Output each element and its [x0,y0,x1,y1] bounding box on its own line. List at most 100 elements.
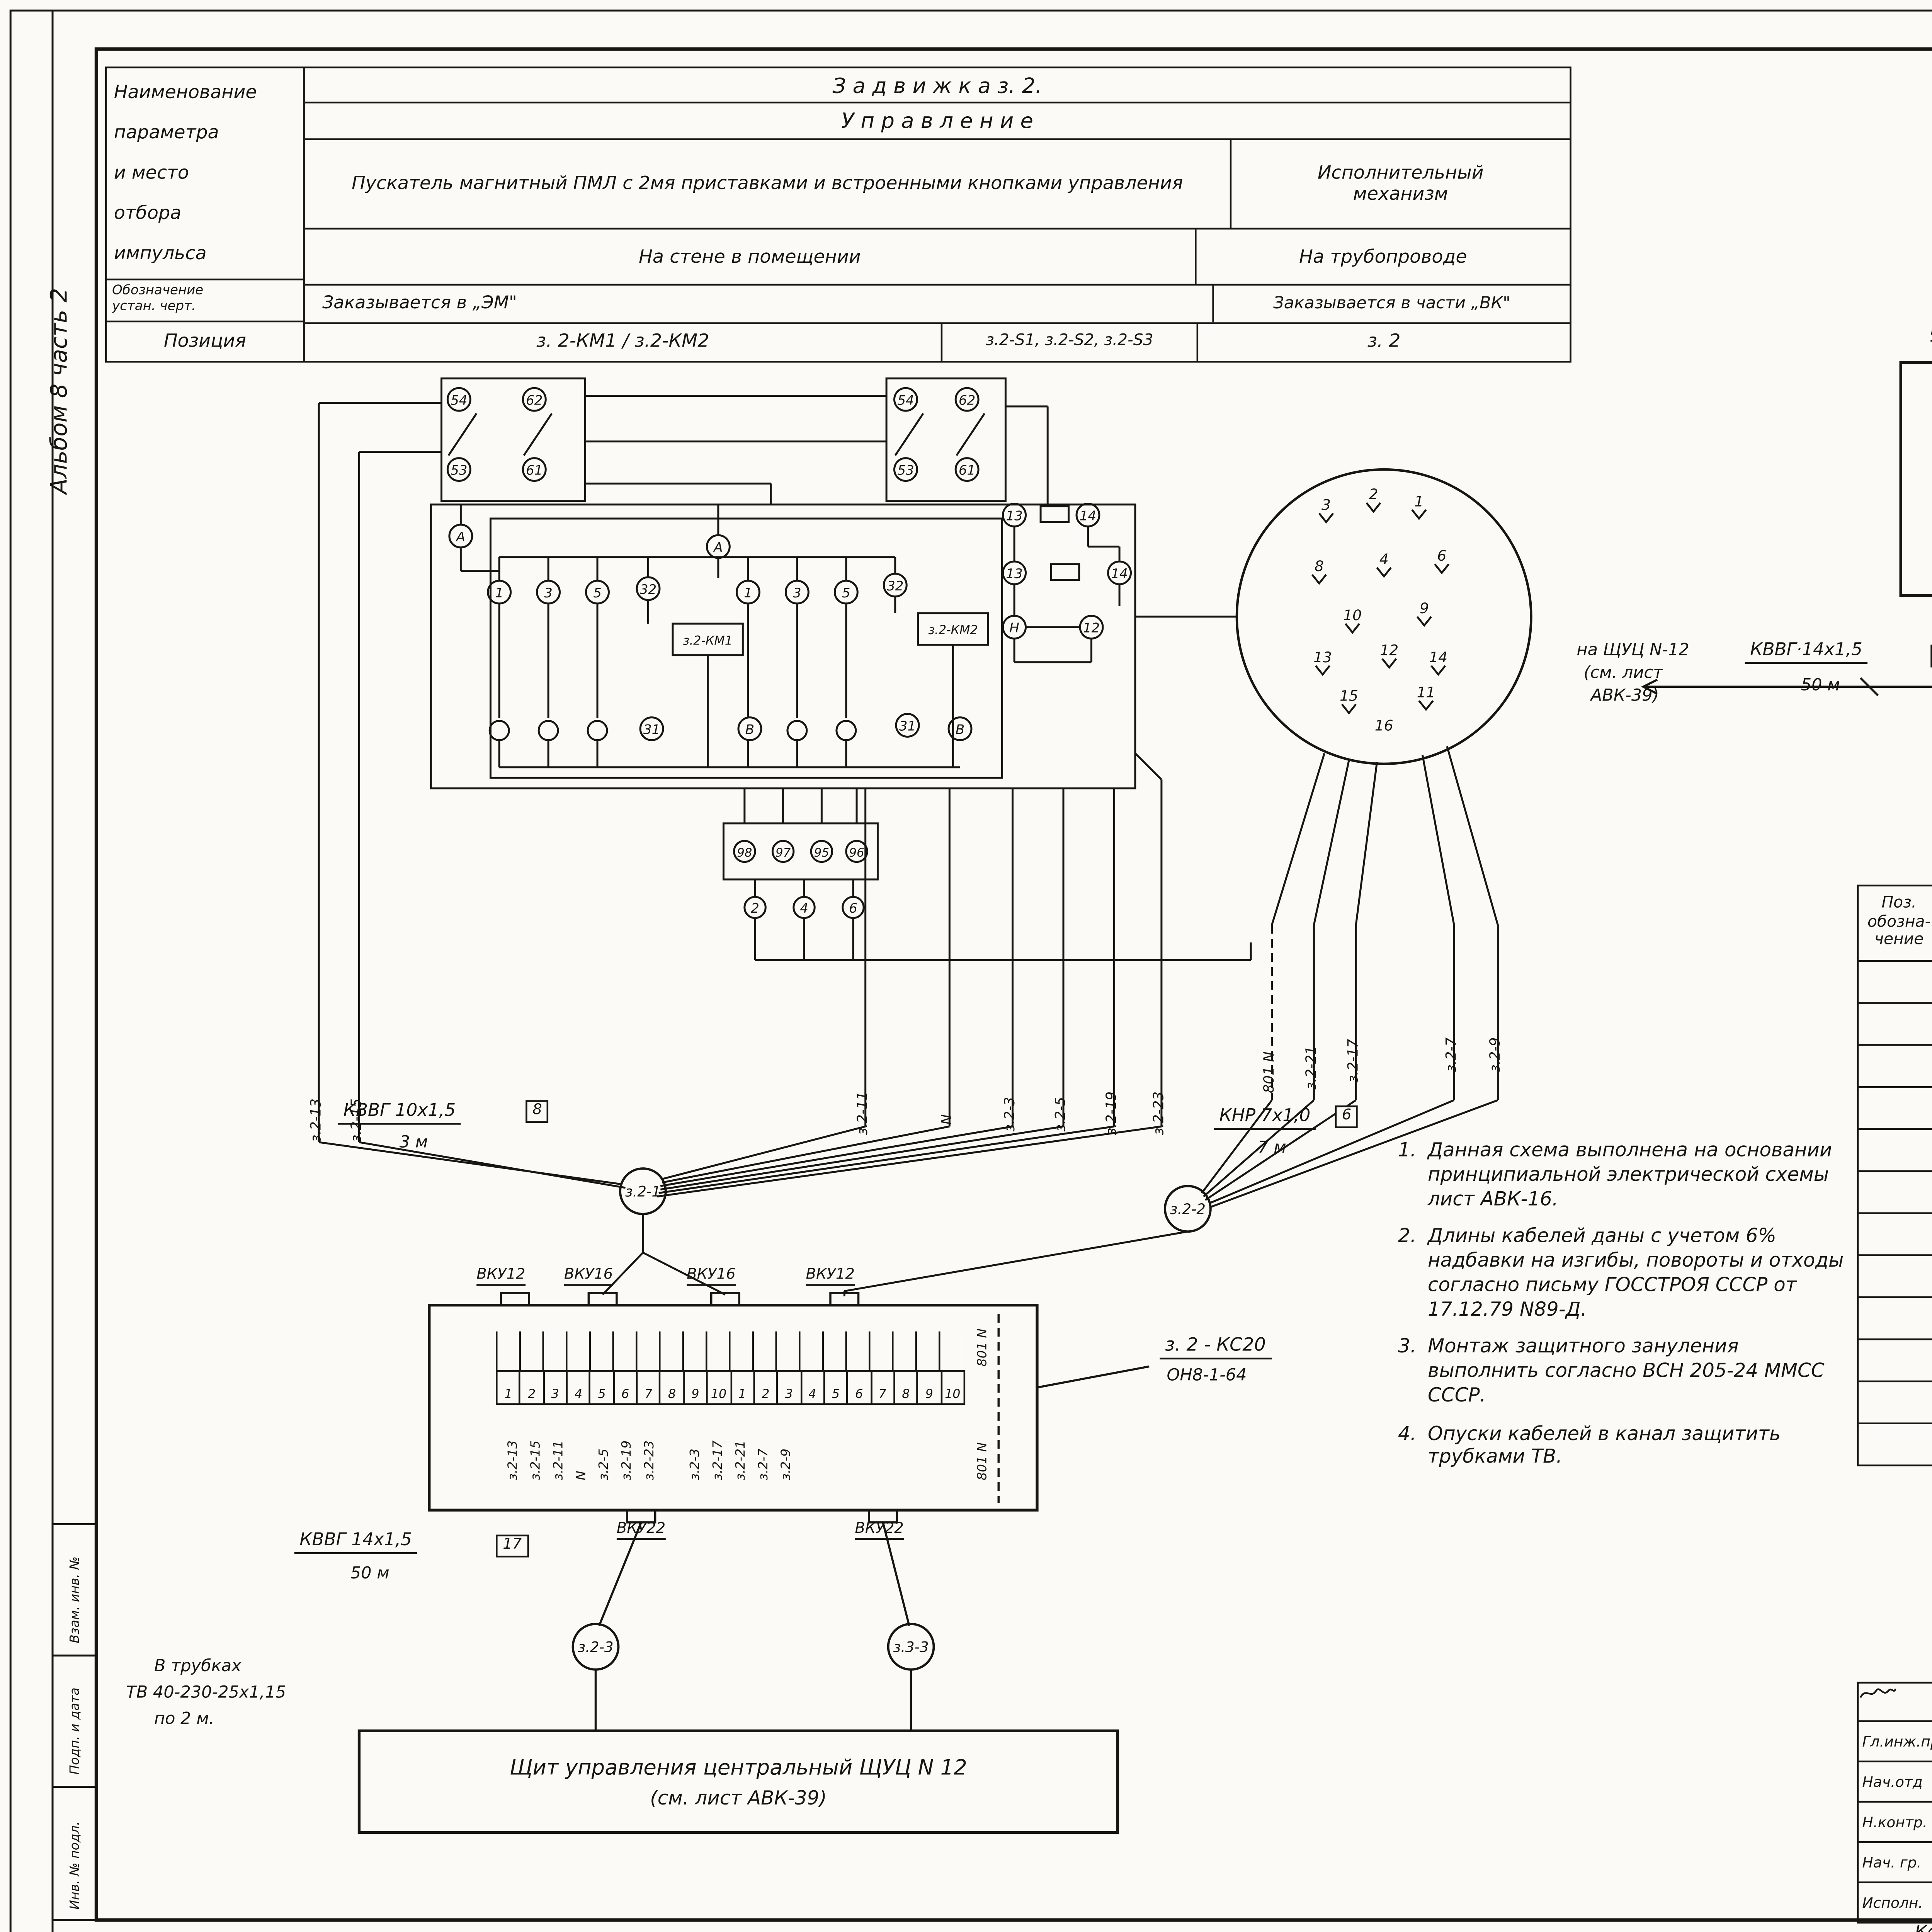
margin-box-label: Подп. и дата [66,1687,83,1775]
terminal-wire-label: 801 N [974,1328,990,1367]
terminal-number: 8 [895,1371,918,1403]
spec-cell-pos [1859,1046,1932,1086]
sign-role: Гл.инж.пр. [1859,1722,1932,1761]
to-shuc-line: (см. лист [1583,664,1663,684]
control-panel-title: Щит управления центральный ЩУЦ N 12 [510,1754,967,1779]
terminal-number: 6 [848,1371,872,1403]
svg-text:9: 9 [1420,600,1429,617]
svg-text:10: 10 [1343,607,1362,624]
node-labels: з.2-1 з.2-2 з.2-3 з.3-3 з.3-1 з.3-2 з.3-… [578,1183,1206,1656]
svg-text:12: 12 [1083,621,1100,636]
location-pipe-cell: На трубопроводе [1299,247,1467,268]
control-panel-box: Щит управления центральный ЩУЦ N 12 (см.… [359,1731,1117,1832]
to-shuc-line: на ЩУЦ N-12 [1577,641,1689,661]
svg-text:А: А [456,529,465,545]
svg-text:62: 62 [959,393,975,408]
cable-length: 7 м [1258,1138,1286,1158]
rowhead-position: Позиция [107,320,303,361]
svg-text:14: 14 [1080,509,1096,524]
vku-entry-label: ВКУ12 [806,1267,855,1286]
cable-number-box: 17 [496,1534,529,1558]
spec-row: КВВГ 10х1,5 6 м [1859,1128,1932,1170]
terminal-number: 9 [685,1371,708,1403]
contact-circles [446,387,1132,919]
svg-text:В: В [956,722,964,738]
terminal-number: 10 [711,1387,727,1402]
actuator-cell: Исполнительный механизм [1231,140,1570,228]
terminal-number: 8 [661,1371,685,1403]
terminal-number: 3 [544,1371,568,1403]
note-text: Опуски кабелей в канал защитить трубками… [1428,1422,1781,1469]
terminal-number: 5 [825,1371,849,1403]
starter-circuit-wires [318,377,1252,1143]
cable-number-box: 11 [1930,645,1932,668]
note-item: 1. Данная схема выполнена на основании п… [1398,1139,1845,1211]
terminal-stub-comb [496,1331,962,1370]
rowhead-designation: Обозначение устан. черт. [107,278,303,321]
wire-label: з.2-19 [1104,1091,1120,1135]
signature-row: Нач. гр. Антохина 06.90 [1859,1688,1932,1881]
spec-row: КВВГ 14х1,5 100 м [1859,1170,1932,1213]
svg-text:13: 13 [1313,649,1332,666]
spec-row: ТВ 40-230- 25х1,15 4 м [1859,1422,1932,1464]
kc20-z3-box-lines [1641,361,1932,696]
note-item: 2. Длины кабелей даны с учетом 6% надбав… [1398,1225,1845,1321]
vku-entry-label: ВКУ12 [1930,322,1932,342]
wire-label: з.2-11 [855,1091,871,1135]
cable-number-box: 8 [526,1100,549,1123]
rowhead-line: отбора [114,202,182,224]
svg-text:з.2-КМ1: з.2-КМ1 [683,634,733,648]
svg-text:13: 13 [1006,566,1022,582]
rowhead-line: Обозначение [112,282,204,298]
kc20-z2-designation: з. 2 - КС20 [1160,1335,1271,1360]
svg-text:95: 95 [814,846,829,860]
cable-bundle-wires [318,616,1499,1297]
svg-text:61: 61 [526,463,543,478]
note-number: 2. [1398,1225,1417,1248]
svg-text:5: 5 [842,585,850,601]
tube-note-line: ТВ 40-230-25х1,15 [126,1683,286,1703]
svg-text:8: 8 [1315,558,1324,575]
svg-text:54: 54 [897,393,914,408]
terminal-number: 1 [731,1371,755,1403]
wire-label: з.2-5 [1053,1097,1069,1132]
note-item: 4. Опуски кабелей в канал защитить трубк… [1398,1422,1845,1470]
vku-entry-label: ВКУ22 [616,1520,666,1540]
svg-text:з.3-3: з.3-3 [893,1638,929,1655]
terminal-wire-label: з.2-17 [709,1440,725,1481]
terminal-number: 2 [521,1371,544,1403]
wire-label: 801 N [1261,1051,1277,1094]
terminal-number: 4 [568,1371,591,1403]
cable-length: 50 м [350,1564,389,1584]
cable-number-box: 6 [1335,1105,1359,1128]
svg-text:61: 61 [959,463,975,478]
terminal-wire-label: 801 N [974,1442,990,1481]
spec-row [1859,1296,1932,1338]
wire-label: з.2-23 [1151,1091,1167,1135]
wire-label: з.2-9 [1487,1037,1503,1072]
svg-text:14: 14 [1111,566,1128,582]
vku-entry-label: ВКУ22 [855,1520,904,1540]
notes-list: 1. Данная схема выполнена на основании п… [1398,1139,1845,1484]
note-number: 4. [1398,1422,1417,1445]
spec-header-line: Поз. [1881,896,1917,914]
starter-cell: Пускатель магнитный ПМЛ с 2мя приставкам… [305,139,1232,228]
svg-text:98: 98 [737,846,752,860]
spec-row: Кабель ГОСТ 1508-78хЕ [1859,1086,1932,1128]
svg-text:1: 1 [1414,493,1423,510]
svg-text:31: 31 [643,722,660,738]
kc20-z2-box-lines [357,1292,1150,1834]
wire-label: з.2-13 [308,1098,324,1143]
kc20-z2-type: ОН8-1-64 [1167,1366,1247,1386]
spec-cell-pos [1859,1004,1932,1044]
position-km-cell: з. 2-КМ1 / з.2-КМ2 [305,323,943,361]
spec-cell-pos [1859,1214,1932,1254]
svg-text:2: 2 [751,901,759,916]
spec-cell-pos [1859,1340,1932,1380]
terminal-wire-label: з.2-9 [778,1448,794,1481]
connector-pin-chevrons [1311,502,1450,715]
spec-header-line: обозна- [1867,914,1931,932]
wire-label: з.2-21 [1303,1046,1319,1090]
sign-role: Исполн. [1859,1883,1932,1922]
